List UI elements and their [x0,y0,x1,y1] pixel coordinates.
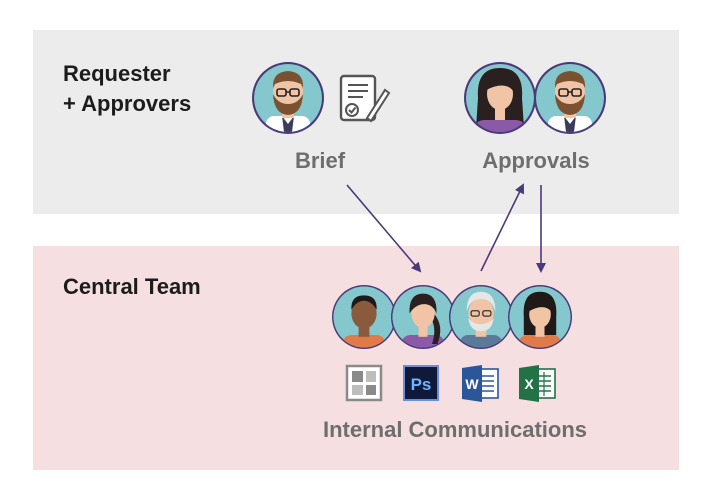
approver-avatar-woman [464,62,536,140]
team-to-approvals-arrow [480,183,524,272]
requester-label-line1: Requester [63,61,171,86]
requester-avatar [252,62,324,146]
central-team-label: Central Team [63,274,201,299]
requester-label-line2: + Approvers [63,91,192,116]
signed-document-icon [339,74,391,123]
team-avatar-1 [332,285,396,357]
layout-app-icon [345,364,383,402]
central-team-lane [33,246,679,470]
team-avatar-2 [391,285,455,357]
requester-lane-label: Requester + Approvers [63,59,191,119]
brief-caption: Brief [294,148,346,173]
excel-icon-label: X [524,376,534,392]
excel-icon: X [519,365,556,402]
team-avatar-4 [508,285,572,357]
brief-to-team-arrow [346,184,422,273]
word-icon: W [462,365,499,402]
word-icon-label: W [465,376,479,392]
photoshop-icon-label: Ps [411,375,432,394]
photoshop-icon: Ps [403,365,439,401]
team-avatar-3 [449,285,513,357]
team-caption: Internal Communications [322,417,588,442]
approvals-caption: Approvals [482,148,590,173]
approver-avatar-man [534,62,606,146]
